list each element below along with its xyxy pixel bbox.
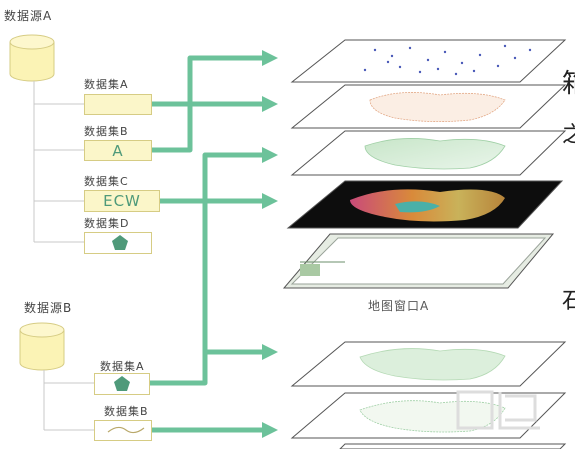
map-layer-points xyxy=(290,39,567,83)
dataset-label: 数据集B xyxy=(84,125,129,138)
source-a-cylinder-icon xyxy=(9,34,55,82)
dataset-box xyxy=(84,94,152,115)
dataset-box: ECW xyxy=(84,190,160,212)
map-layer-source-b-2 xyxy=(290,392,567,439)
map-window-caption: 地图窗口A xyxy=(368,299,430,313)
cropped-text-fragment: 之 xyxy=(562,123,575,148)
map-layer-boundaries xyxy=(290,84,567,129)
cropped-text-fragment: 石 xyxy=(562,289,575,314)
source-a-tree-lines xyxy=(33,81,84,243)
source-b-cylinder-icon xyxy=(19,322,65,371)
dataset-box: A xyxy=(84,140,152,161)
dataset-box-text: A xyxy=(112,141,124,160)
pentagon-icon xyxy=(114,376,130,391)
dataset-label: 数据集C xyxy=(84,175,129,188)
dataset-label: 数据集A xyxy=(100,360,145,373)
cropped-text-fragment: 箱 xyxy=(562,70,575,98)
dataset-label: 数据集D xyxy=(84,217,130,230)
dataset-box xyxy=(94,373,150,395)
map-layer-terrain xyxy=(290,130,567,176)
dataset-box xyxy=(94,420,152,441)
dataset-box xyxy=(84,232,152,254)
wavy-line-icon xyxy=(107,426,145,434)
map-layer-satellite xyxy=(286,180,564,229)
pentagon-icon xyxy=(112,235,128,250)
watermark-logo xyxy=(456,390,540,430)
connector-arrows xyxy=(150,49,279,439)
map-layer-source-b-1 xyxy=(290,341,567,387)
source-b-title: 数据源B xyxy=(24,301,73,315)
dataset-label: 数据集B xyxy=(104,405,149,418)
map-layer-partial xyxy=(339,443,567,449)
dataset-label: 数据集A xyxy=(84,78,129,91)
source-a-title: 数据源A xyxy=(4,9,53,23)
source-b-tree-lines xyxy=(43,370,94,431)
dataset-box-text: ECW xyxy=(103,192,141,210)
map-layer-window-view xyxy=(282,233,555,289)
